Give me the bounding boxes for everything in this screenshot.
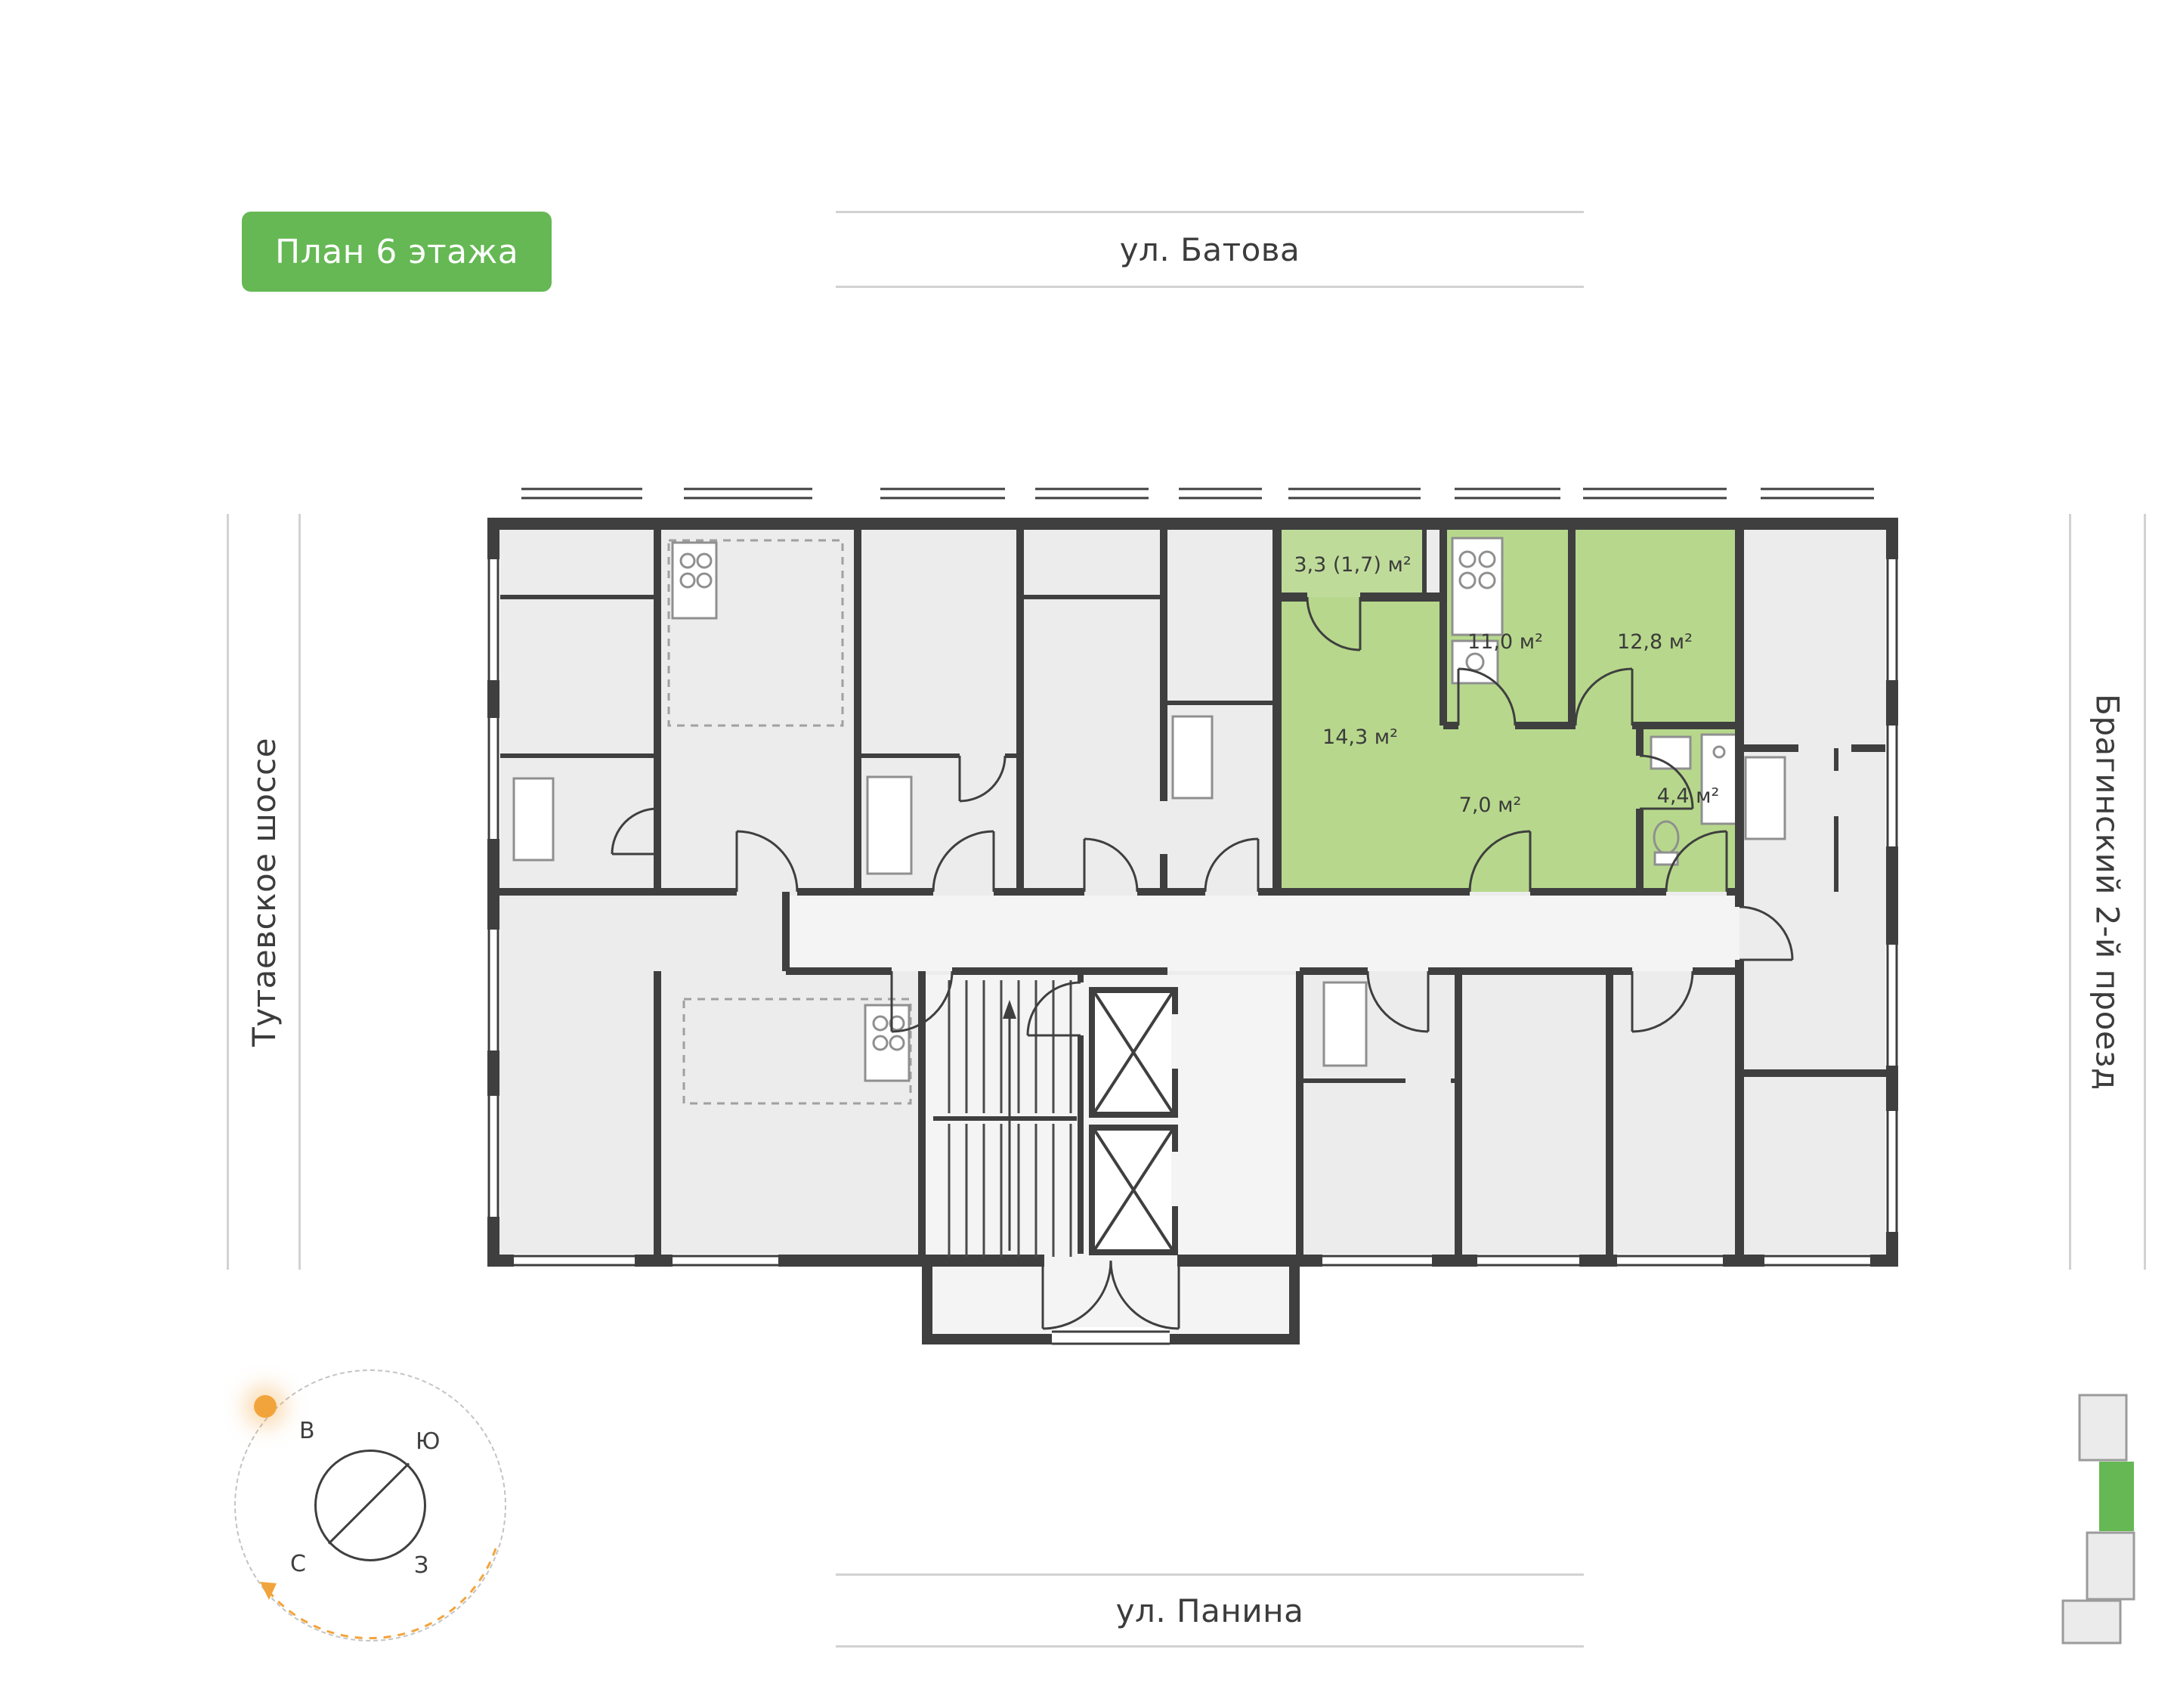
street-right-text: Брагинский 2-й проезд [2089,693,2126,1091]
elevators [1089,987,1179,1255]
corridor [790,896,1739,971]
label-bedroom: 12,8 м² [1617,630,1693,654]
street-label-top: ул. Батова [836,211,1584,288]
label-bathroom: 4,4 м² [1657,784,1720,808]
street-label-left: Тутаевское шоссе [227,514,301,1270]
label-kitchen: 11,0 м² [1467,630,1543,654]
compass-south: Ю [416,1428,441,1455]
room-labels: 3,3 (1,7) м² 11,0 м² 12,8 м² 14,3 м² 7,0… [1294,553,1719,817]
compass-west: З [414,1552,429,1579]
minimap-section-1 [2078,1394,2128,1462]
street-label-bottom: ул. Панина [836,1573,1584,1648]
floor-badge-label: План 6 этажа [275,232,519,271]
doors [611,596,1794,1330]
compass-east: В [299,1418,315,1444]
kitchen-zones [667,539,912,1105]
label-living: 14,3 м² [1322,726,1398,749]
sun-icon [254,1395,277,1418]
minimap-section-3 [2086,1531,2135,1601]
street-label-right: Брагинский 2-й проезд [2069,514,2146,1270]
compass: В Ю С З [234,1369,506,1641]
street-bottom-text: ул. Панина [1115,1592,1304,1629]
room-bedroom[interactable] [1572,530,1739,726]
room-loggia[interactable] [1282,530,1424,597]
staircase [948,980,1072,1257]
label-hallway: 7,0 м² [1459,794,1522,817]
building-minimap [2061,1394,2135,1645]
entrance-vestibule [932,1261,1289,1339]
floor-badge: План 6 этажа [242,212,552,292]
windows [487,487,1899,1350]
label-loggia: 3,3 (1,7) м² [1294,553,1411,577]
walls [487,518,1898,1344]
fixtures [512,537,1786,1082]
compass-dashed-circle [234,1369,506,1641]
room-living[interactable] [1282,597,1443,892]
compass-sun-path [260,1548,497,1640]
compass-north: С [290,1551,306,1577]
street-top-text: ул. Батова [1119,231,1300,268]
compass-dial [314,1450,426,1561]
minimap-current-section [2099,1462,2134,1531]
minimap-section-4 [2061,1599,2122,1645]
highlighted-apartment[interactable] [1282,530,1739,892]
